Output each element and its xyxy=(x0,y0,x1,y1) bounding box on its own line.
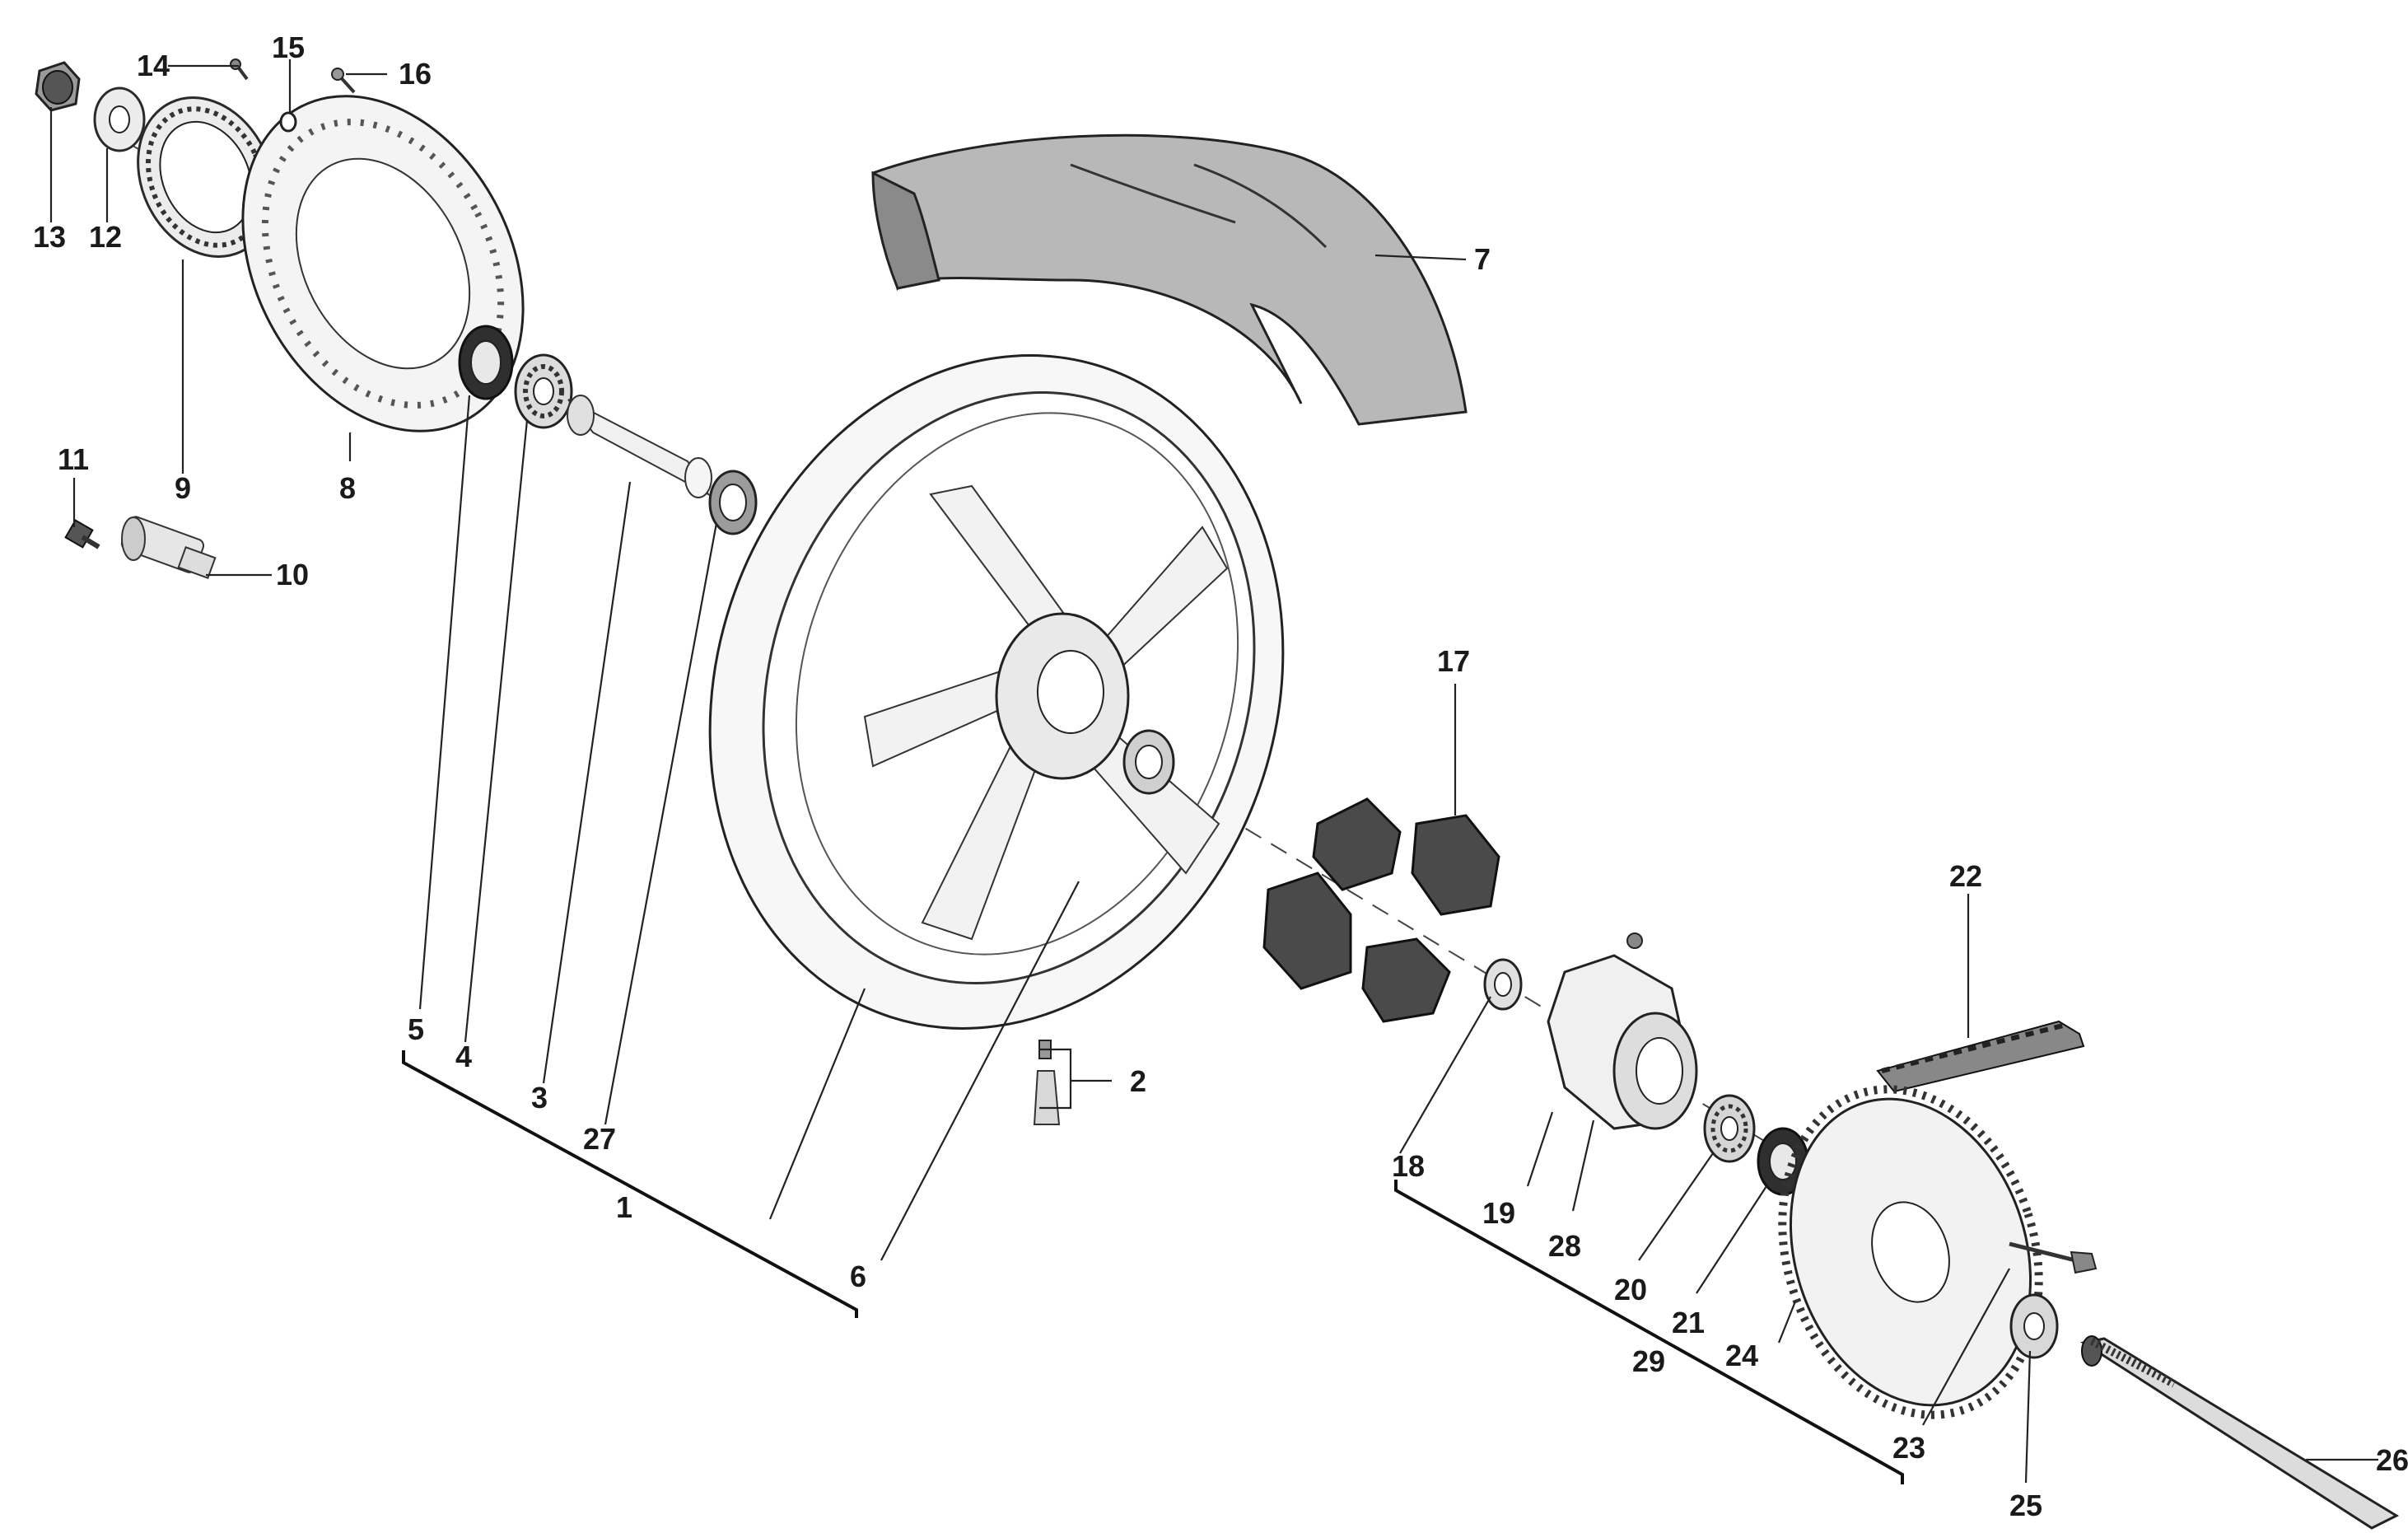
washer-part-25 xyxy=(2009,1293,2059,1359)
label-9: 9 xyxy=(175,471,191,505)
label-8: 8 xyxy=(339,471,356,505)
wheel-rim-part-6 xyxy=(708,354,1285,1030)
label-1: 1 xyxy=(616,1190,632,1224)
label-21: 21 xyxy=(1672,1306,1705,1339)
bolt-part-16 xyxy=(331,68,356,94)
label-16: 16 xyxy=(399,57,432,91)
label-22: 22 xyxy=(1949,859,1982,893)
speed-sensor-part-10 xyxy=(120,516,217,579)
label-20: 20 xyxy=(1614,1273,1647,1306)
seal-part-27 xyxy=(708,470,758,535)
label-29: 29 xyxy=(1632,1344,1665,1378)
washer-part-15 xyxy=(279,111,297,133)
spacer-part-12 xyxy=(93,86,146,152)
label-2: 2 xyxy=(1130,1064,1146,1098)
label-7: 7 xyxy=(1474,242,1491,276)
bearing-part-18 xyxy=(1483,958,1523,1011)
screw-part-11 xyxy=(64,519,100,549)
wheel-axis-line-lower xyxy=(1169,782,1895,1220)
label-3: 3 xyxy=(531,1081,548,1115)
label-5: 5 xyxy=(408,1012,424,1046)
group-bracket-1 xyxy=(402,1050,858,1318)
label-15: 15 xyxy=(272,30,305,64)
label-25: 25 xyxy=(2009,1489,2042,1522)
bearing-part-4 xyxy=(514,353,573,429)
tire-part-7 xyxy=(871,133,1468,426)
sprocket-carrier-part-19 xyxy=(1547,932,1698,1130)
oil-seal-part-5 xyxy=(458,325,514,400)
bearing-part-20 xyxy=(1703,1094,1756,1163)
axle-part-26 xyxy=(2080,1335,2400,1530)
leader-lines xyxy=(49,59,2378,1484)
label-14: 14 xyxy=(137,49,170,82)
label-23: 23 xyxy=(1892,1431,1925,1465)
label-26: 26 xyxy=(2376,1443,2408,1477)
part-number-labels: 13 12 14 15 16 9 8 11 10 7 5 4 3 27 1 6 … xyxy=(33,30,2408,1522)
bolt-part-23 xyxy=(2009,1241,2098,1274)
brake-disc-part-8 xyxy=(241,95,525,432)
label-24: 24 xyxy=(1725,1339,1758,1372)
label-10: 10 xyxy=(276,558,309,591)
cush-drive-rubbers-part-17 xyxy=(1262,797,1500,1023)
label-6: 6 xyxy=(850,1260,866,1293)
sprocket-part-24 xyxy=(1778,1085,2043,1419)
label-4: 4 xyxy=(455,1040,472,1073)
spacer-tube-part-3 xyxy=(567,395,712,498)
label-19: 19 xyxy=(1482,1196,1515,1230)
label-18: 18 xyxy=(1392,1149,1425,1183)
label-11: 11 xyxy=(58,442,89,476)
bolt-part-14 xyxy=(230,58,249,81)
group-bracket-29 xyxy=(1394,1180,1904,1484)
valve-part-2 xyxy=(1033,1040,1061,1125)
chain-part-22 xyxy=(1876,1020,2085,1093)
label-13: 13 xyxy=(33,220,66,254)
label-27: 27 xyxy=(583,1122,616,1156)
label-28: 28 xyxy=(1548,1229,1581,1263)
label-17: 17 xyxy=(1437,644,1470,678)
label-12: 12 xyxy=(89,220,122,254)
axle-nut-part-13 xyxy=(35,61,81,112)
